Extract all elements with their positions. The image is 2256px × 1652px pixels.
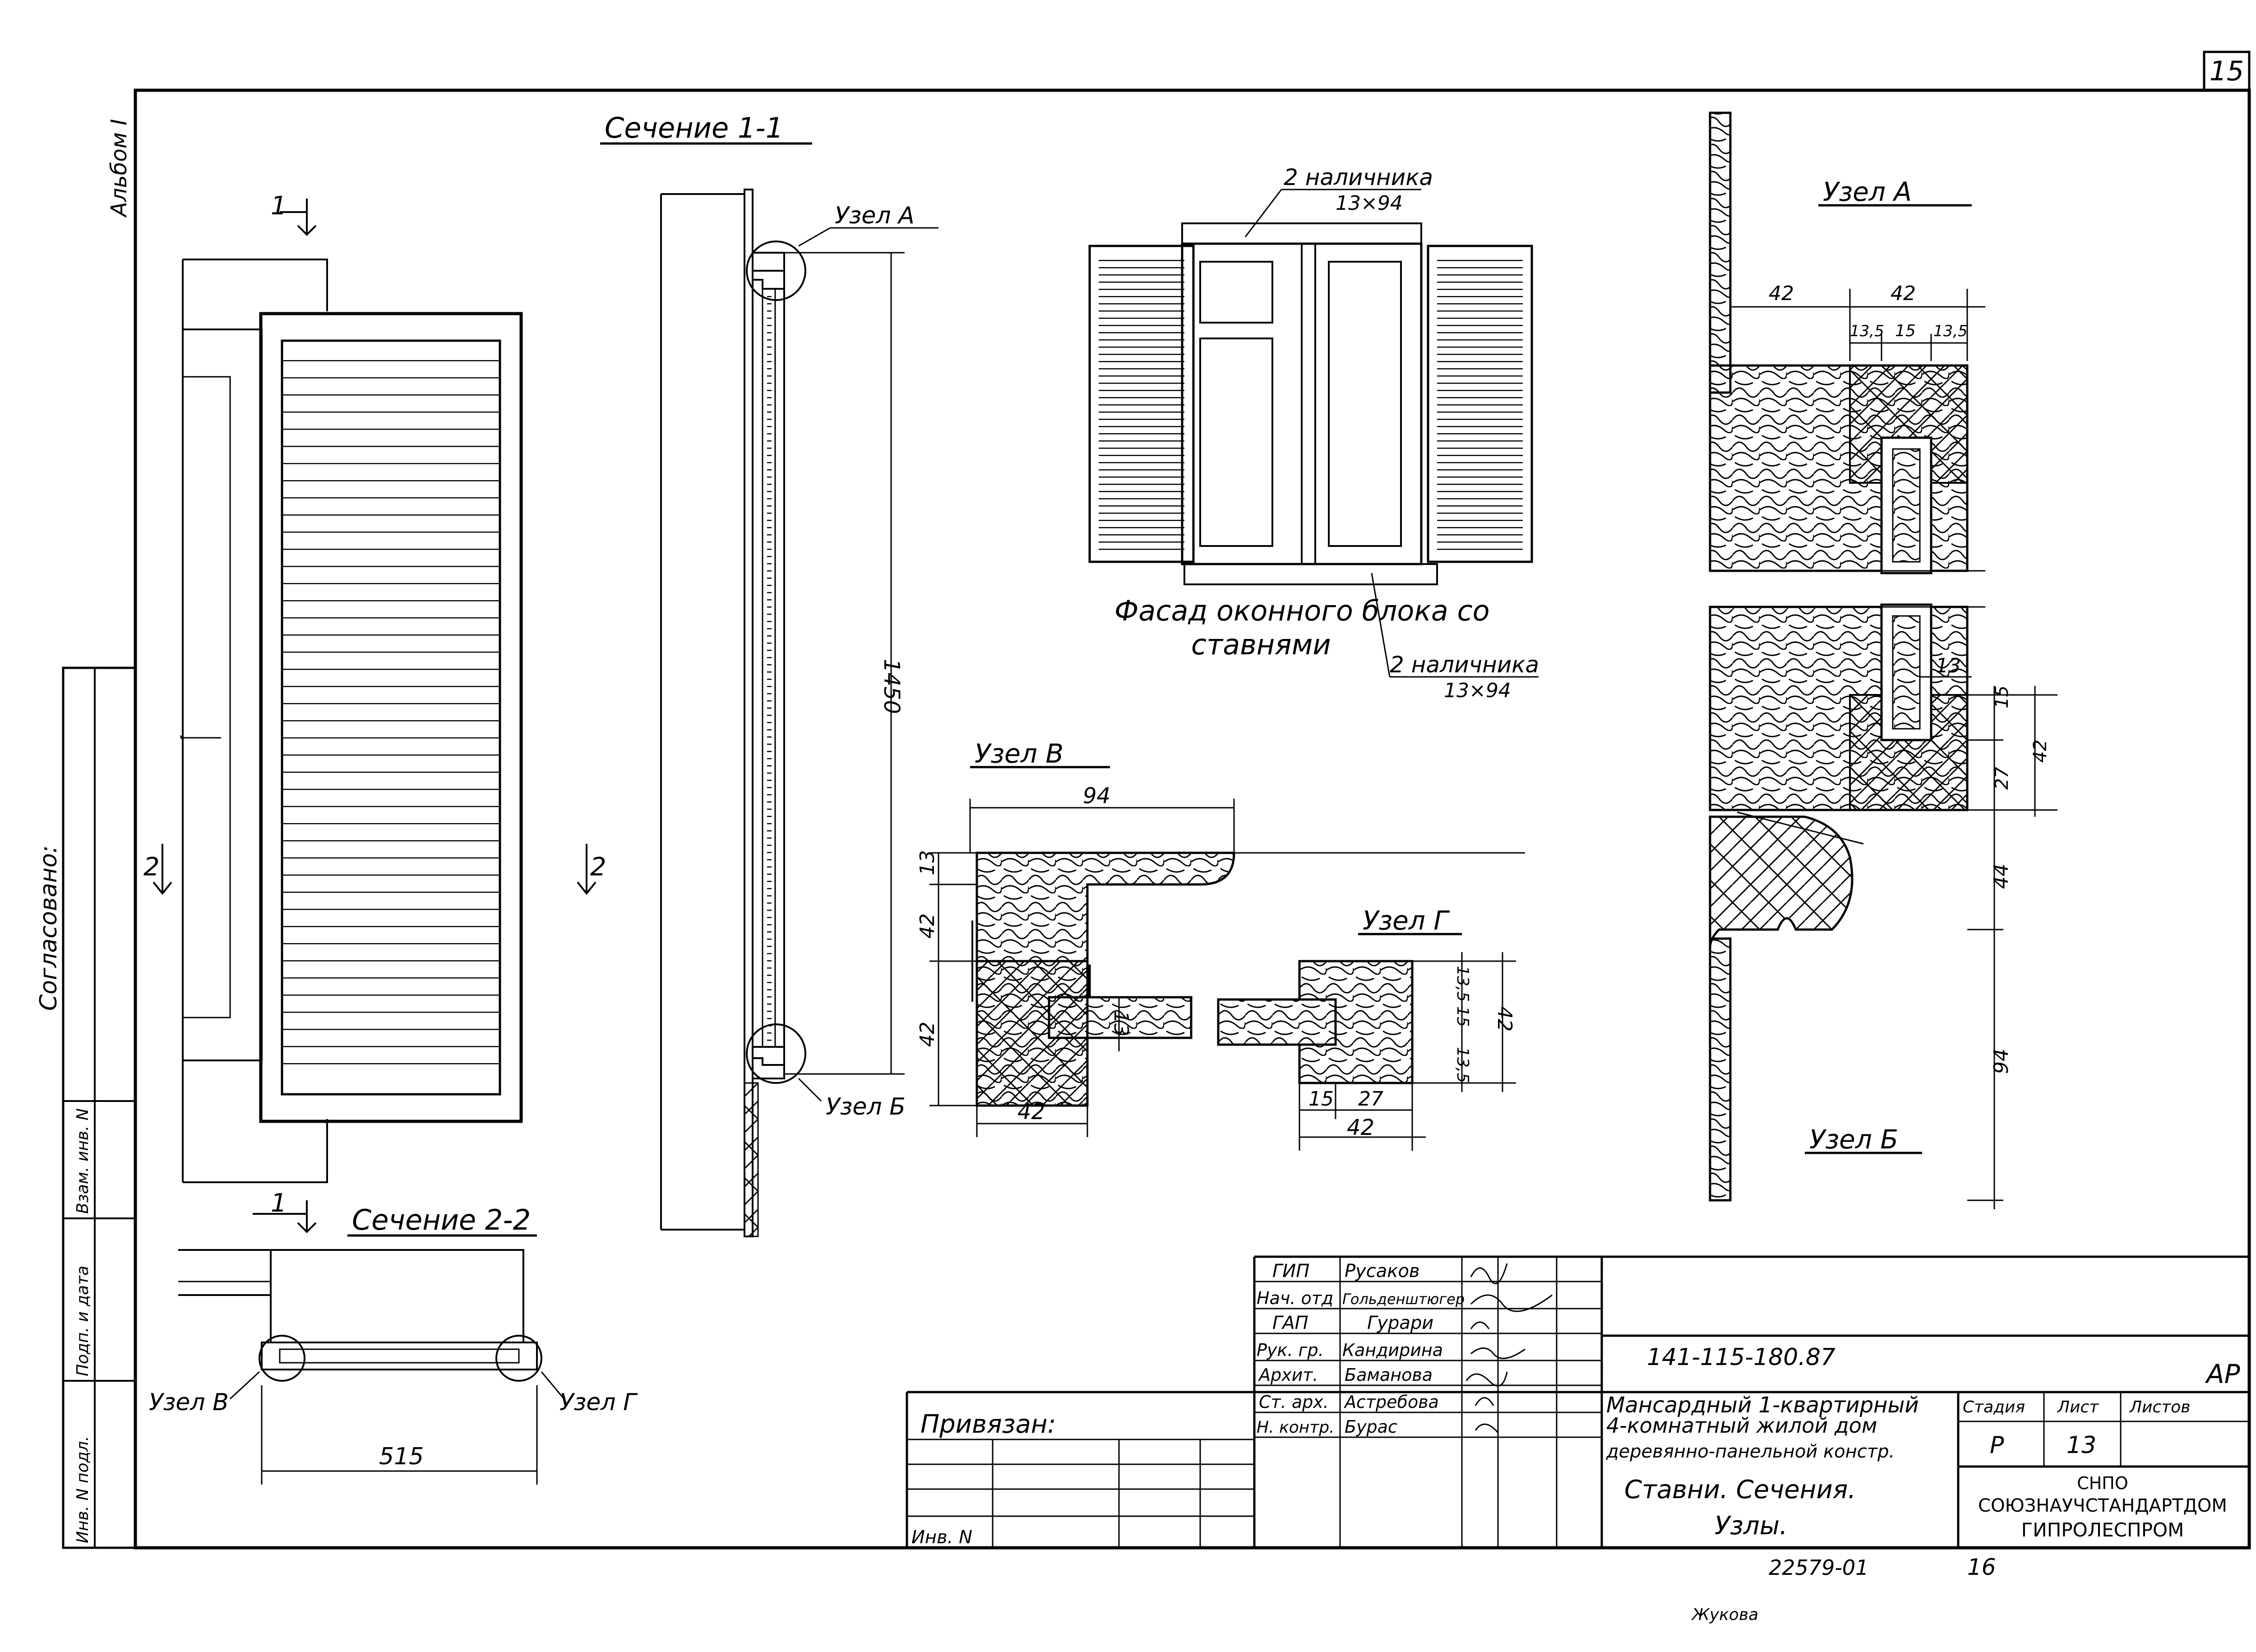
dim-v-42c: 42 [1017, 1099, 1045, 1124]
name-5: Баманова [1345, 1365, 1433, 1385]
stamp-inv: Инв. N подл. [74, 1436, 92, 1543]
project-line3: деревянно-панельной констр. [1606, 1441, 1895, 1462]
role-gap: ГАП [1272, 1313, 1308, 1333]
dim-g-13-5b: 13,5 [1453, 1047, 1472, 1083]
node-b-title: Узел Б [1809, 1124, 1898, 1155]
role-arh: Архит. [1257, 1365, 1318, 1385]
dim-a-15: 15 [1895, 322, 1916, 340]
cut-2-right: 2 [590, 852, 606, 882]
node-a-drawing [1709, 111, 2057, 1209]
bound-label: Привязан: [920, 1410, 1056, 1439]
dim-g-13-5a: 13,5 [1453, 966, 1472, 1002]
dim-515: 515 [379, 1443, 424, 1470]
dim-v-42b: 42 [916, 1022, 939, 1047]
cut-1-top: 1 [271, 191, 287, 221]
dim-a-42v: 42 [2030, 740, 2051, 763]
role-nach: Нач. отд [1257, 1288, 1333, 1308]
copied-by: Жукова [1691, 1606, 1758, 1624]
name-2: Гольденштюгер [1342, 1291, 1465, 1308]
project-line2: 4-комнатный жилой дом [1606, 1413, 1877, 1438]
dim-a-94: 94 [1990, 1049, 2013, 1074]
cut-2-left: 2 [143, 852, 160, 882]
dim-g-42: 42 [1493, 1006, 1516, 1032]
name-4: Кандирина [1342, 1340, 1443, 1360]
trim-top-label: 2 наличника [1284, 164, 1433, 190]
name-7: Бурас [1345, 1417, 1397, 1437]
dim-v-42a: 42 [916, 913, 939, 939]
node-g-title: Узел Г [1363, 905, 1450, 936]
node-a-callout: Узел А [835, 202, 915, 229]
name-3: Гурари [1367, 1313, 1433, 1333]
drawing-code: 141-115-180.87 [1647, 1344, 1835, 1371]
dim-v-94: 94 [1083, 783, 1110, 809]
node-b-callout: Узел Б [826, 1093, 906, 1120]
sheet-number: 15 [2210, 56, 2244, 87]
inv-label: Инв. N [911, 1527, 972, 1548]
drawing-mark: АР [2205, 1359, 2240, 1389]
node-a-title: Узел А [1823, 176, 1912, 207]
name-1: Русаков [1345, 1261, 1420, 1282]
org-line3: ГИПРОЛЕСПРОМ [2021, 1519, 2184, 1541]
node-g-drawing [1217, 952, 1516, 1151]
dim-a-27v: 27 [1992, 767, 2012, 790]
album-label: Альбом I [106, 119, 132, 218]
dim-a-44: 44 [1990, 864, 2013, 889]
project-line1: Мансардный 1-квартирный [1606, 1393, 1919, 1418]
title-block-grid [906, 1255, 2249, 1548]
dim-g-42b: 42 [1347, 1115, 1374, 1140]
dim-a-13: 13 [1936, 654, 1961, 677]
facade-title-2: ставнями [1191, 628, 1331, 661]
sheet-title-1: Ставни. Сечения. [1624, 1475, 1856, 1504]
role-ruk: Рук. гр. [1257, 1340, 1324, 1360]
role-starh: Ст. арх. [1259, 1392, 1329, 1412]
dim-g-15b: 15 [1308, 1087, 1334, 1111]
facade-drawing [1088, 189, 1539, 678]
page-number: 16 [1967, 1554, 1996, 1580]
sheet-frame [62, 51, 2251, 1550]
cut-1-bottom: 1 [271, 1189, 287, 1218]
org-line1: СНПО [2077, 1473, 2128, 1493]
sheet-label: Лист [2057, 1398, 2099, 1416]
dim-g-15: 15 [1453, 1006, 1472, 1027]
sheet-value: 13 [2066, 1432, 2096, 1459]
section-2-2-title: Сечение 2-2 [352, 1203, 531, 1236]
dim-v-13b: 13 [1110, 1011, 1133, 1036]
stage-label: Стадия [1963, 1398, 2025, 1416]
section-1-1-drawing [660, 189, 938, 1237]
dim-a-13-5a: 13,5 [1850, 322, 1884, 340]
agreed-label: Согласовано: [35, 845, 62, 1011]
section-2-2-drawing [178, 1249, 565, 1485]
cut-marks [153, 199, 596, 1233]
node-g-callout: Узел Г [559, 1389, 638, 1416]
trim-bottom-label: 2 наличника [1390, 652, 1539, 678]
facade-title-1: Фасад оконного блока со [1114, 594, 1490, 627]
archive-number: 22579-01 [1769, 1555, 1868, 1580]
signatures [1465, 1263, 1553, 1433]
name-6: Астребова [1343, 1392, 1439, 1412]
sheet-title-2: Узлы. [1715, 1511, 1788, 1541]
stage-value: Р [1990, 1432, 2004, 1459]
node-v-drawing [929, 799, 1525, 1137]
role-nkontr: Н. контр. [1257, 1418, 1335, 1437]
dim-a-13-5b: 13,5 [1933, 322, 1968, 340]
stamp-sign: Подп. и дата [74, 1266, 92, 1376]
org-line2: СОЮЗНАУЧСТАНДАРТДОМ [1978, 1495, 2227, 1516]
sheets-label: Листов [2129, 1398, 2190, 1416]
stamp-replaced: Взам. инв. N [74, 1108, 92, 1214]
dim-a-42a: 42 [1769, 282, 1794, 305]
dim-a-15v: 15 [1992, 685, 2012, 708]
role-gip: ГИП [1272, 1261, 1309, 1282]
dim-1450: 1450 [879, 659, 904, 714]
trim-bottom-size: 13×94 [1444, 679, 1511, 702]
dim-v-13: 13 [916, 850, 939, 875]
node-v-callout: Узел В [149, 1389, 229, 1416]
dim-g-27: 27 [1358, 1087, 1383, 1111]
dim-a-42b: 42 [1891, 282, 1916, 305]
trim-top-size: 13×94 [1336, 192, 1403, 215]
shutter-elevation [180, 259, 523, 1183]
section-1-1-title: Сечение 1-1 [605, 111, 783, 144]
node-v-title: Узел В [975, 738, 1063, 769]
